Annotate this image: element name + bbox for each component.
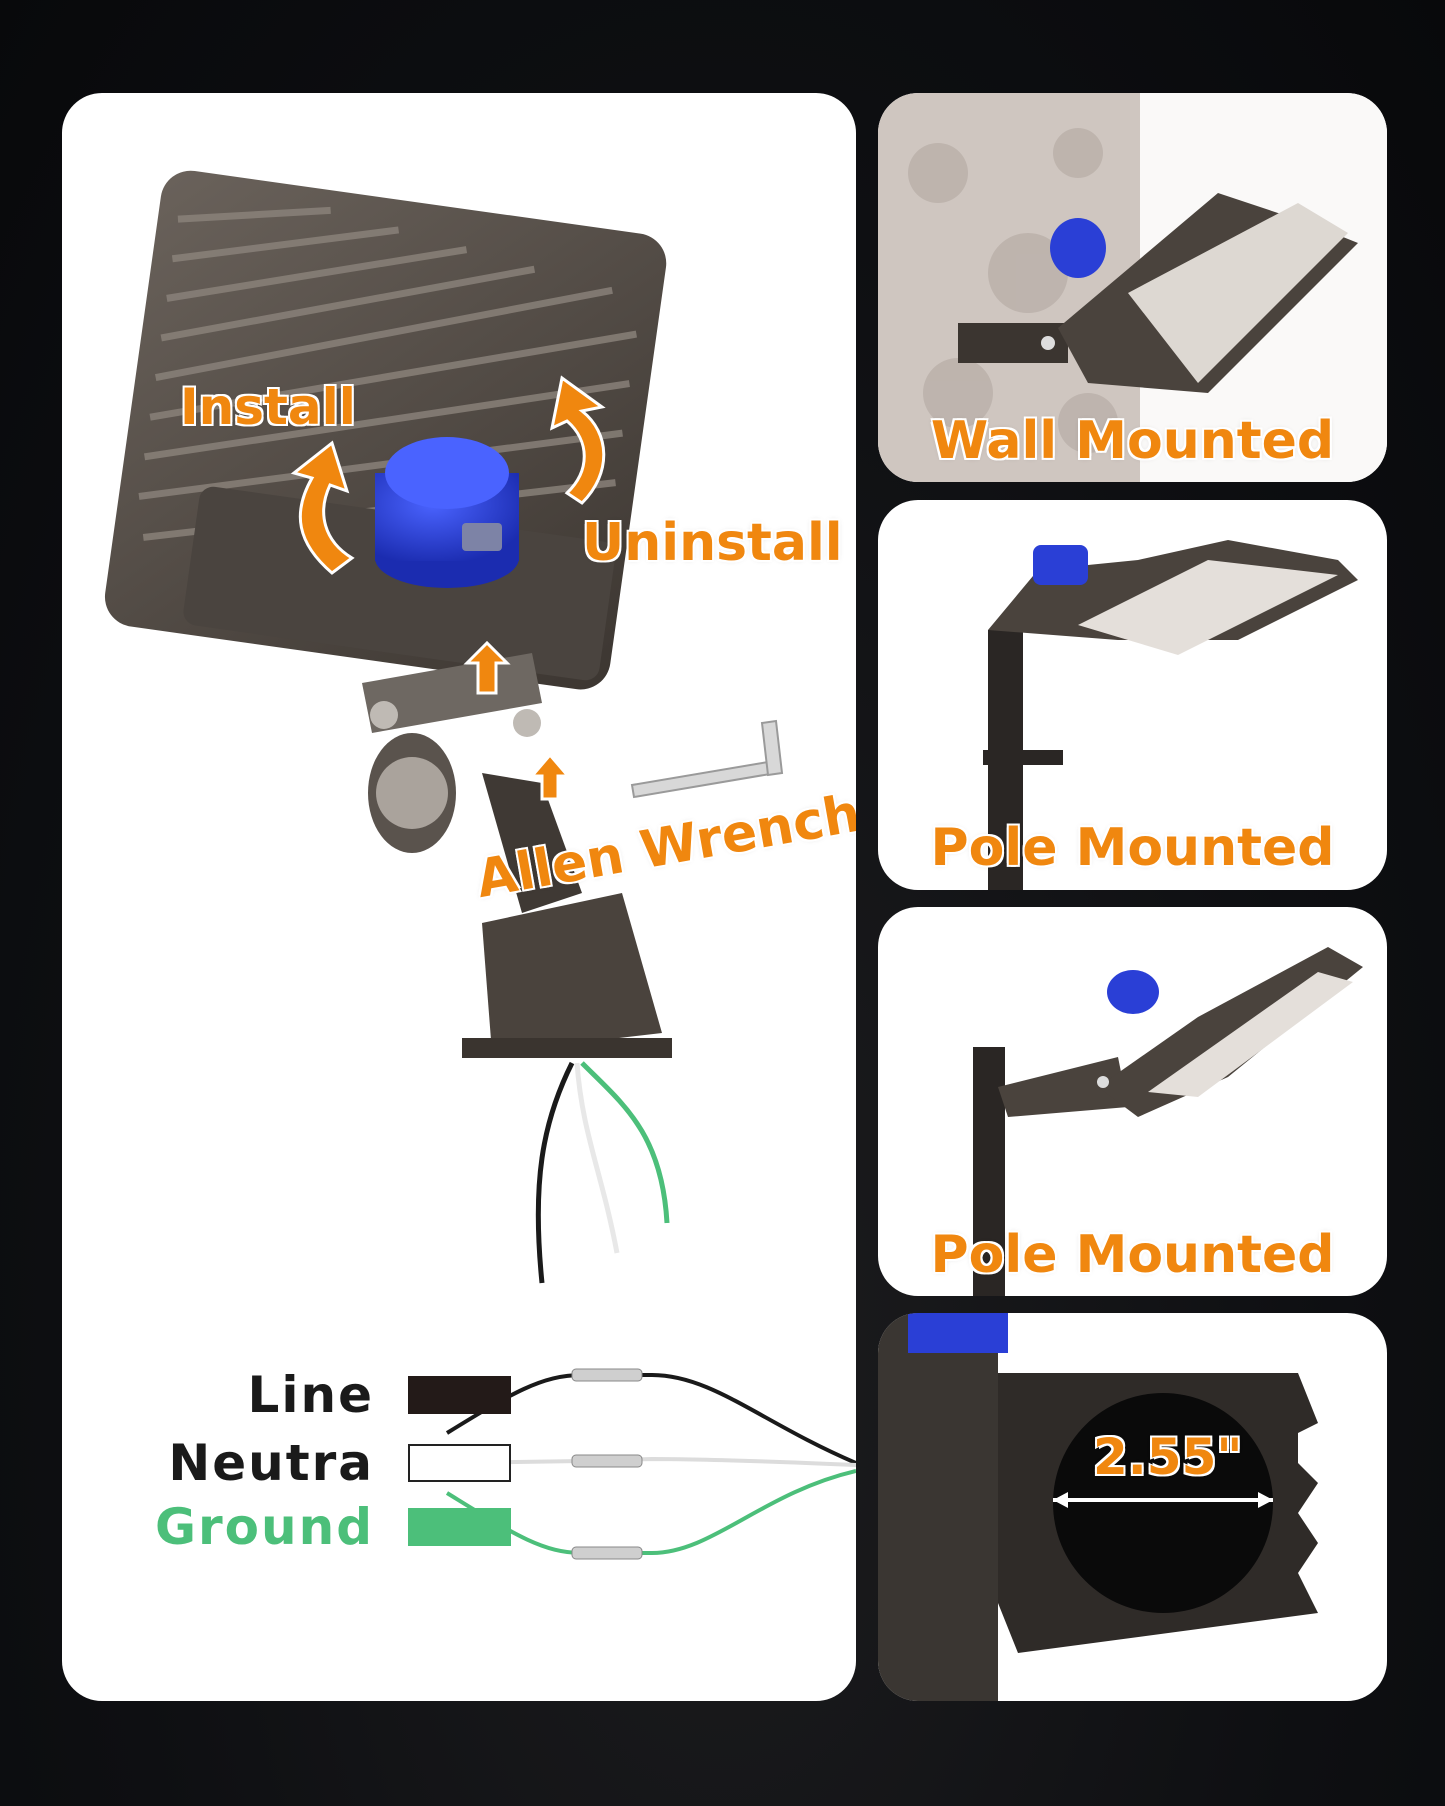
diameter-label: 2.55" <box>1093 1428 1243 1486</box>
fixture-housing <box>104 170 667 690</box>
rotation-arrows <box>290 375 606 575</box>
install-label: Install <box>180 378 356 436</box>
pole-mounted-arm-panel: Pole Mounted <box>878 907 1387 1296</box>
legend-label-neutral: Neutra <box>168 1434 374 1492</box>
installation-diagram-panel: Install Uninstall Allen Wrench Line Neut… <box>62 93 856 1701</box>
legend-label-ground: Ground <box>154 1498 374 1556</box>
legend-label-line: Line <box>247 1366 374 1424</box>
wire-connectors <box>571 1368 643 1560</box>
wall-mounted-panel: Wall Mounted <box>878 93 1387 482</box>
junction-box <box>462 893 672 1058</box>
legend-line: Line <box>142 1366 511 1424</box>
pole-mounted-caption-2: Pole Mounted <box>930 1225 1335 1285</box>
legend-ground: Ground <box>142 1498 511 1556</box>
wall-mounted-caption: Wall Mounted <box>930 411 1335 471</box>
legend-neutral: Neutra <box>142 1434 511 1492</box>
pole-mounted-top-illustration <box>983 540 1358 890</box>
legend-swatch-neutral <box>408 1444 511 1482</box>
slip-fitter-diameter-panel: 2.55" <box>878 1313 1387 1701</box>
wall-mounted-illustration <box>878 93 1387 482</box>
uninstall-label: Uninstall <box>582 513 843 573</box>
photocell-sensor <box>375 437 519 588</box>
pole-mounted-arm-illustration <box>973 947 1363 1296</box>
fixture-wires <box>535 1061 670 1284</box>
pole-mounted-top-panel: Pole Mounted <box>878 500 1387 890</box>
legend-swatch-line <box>408 1376 511 1414</box>
pole-mounted-caption-1: Pole Mounted <box>930 818 1335 878</box>
legend-swatch-ground <box>408 1508 511 1546</box>
allen-wrench <box>630 719 784 799</box>
slip-fitter-illustration <box>878 1313 1318 1701</box>
fixture-exploded-illustration <box>104 170 856 1560</box>
